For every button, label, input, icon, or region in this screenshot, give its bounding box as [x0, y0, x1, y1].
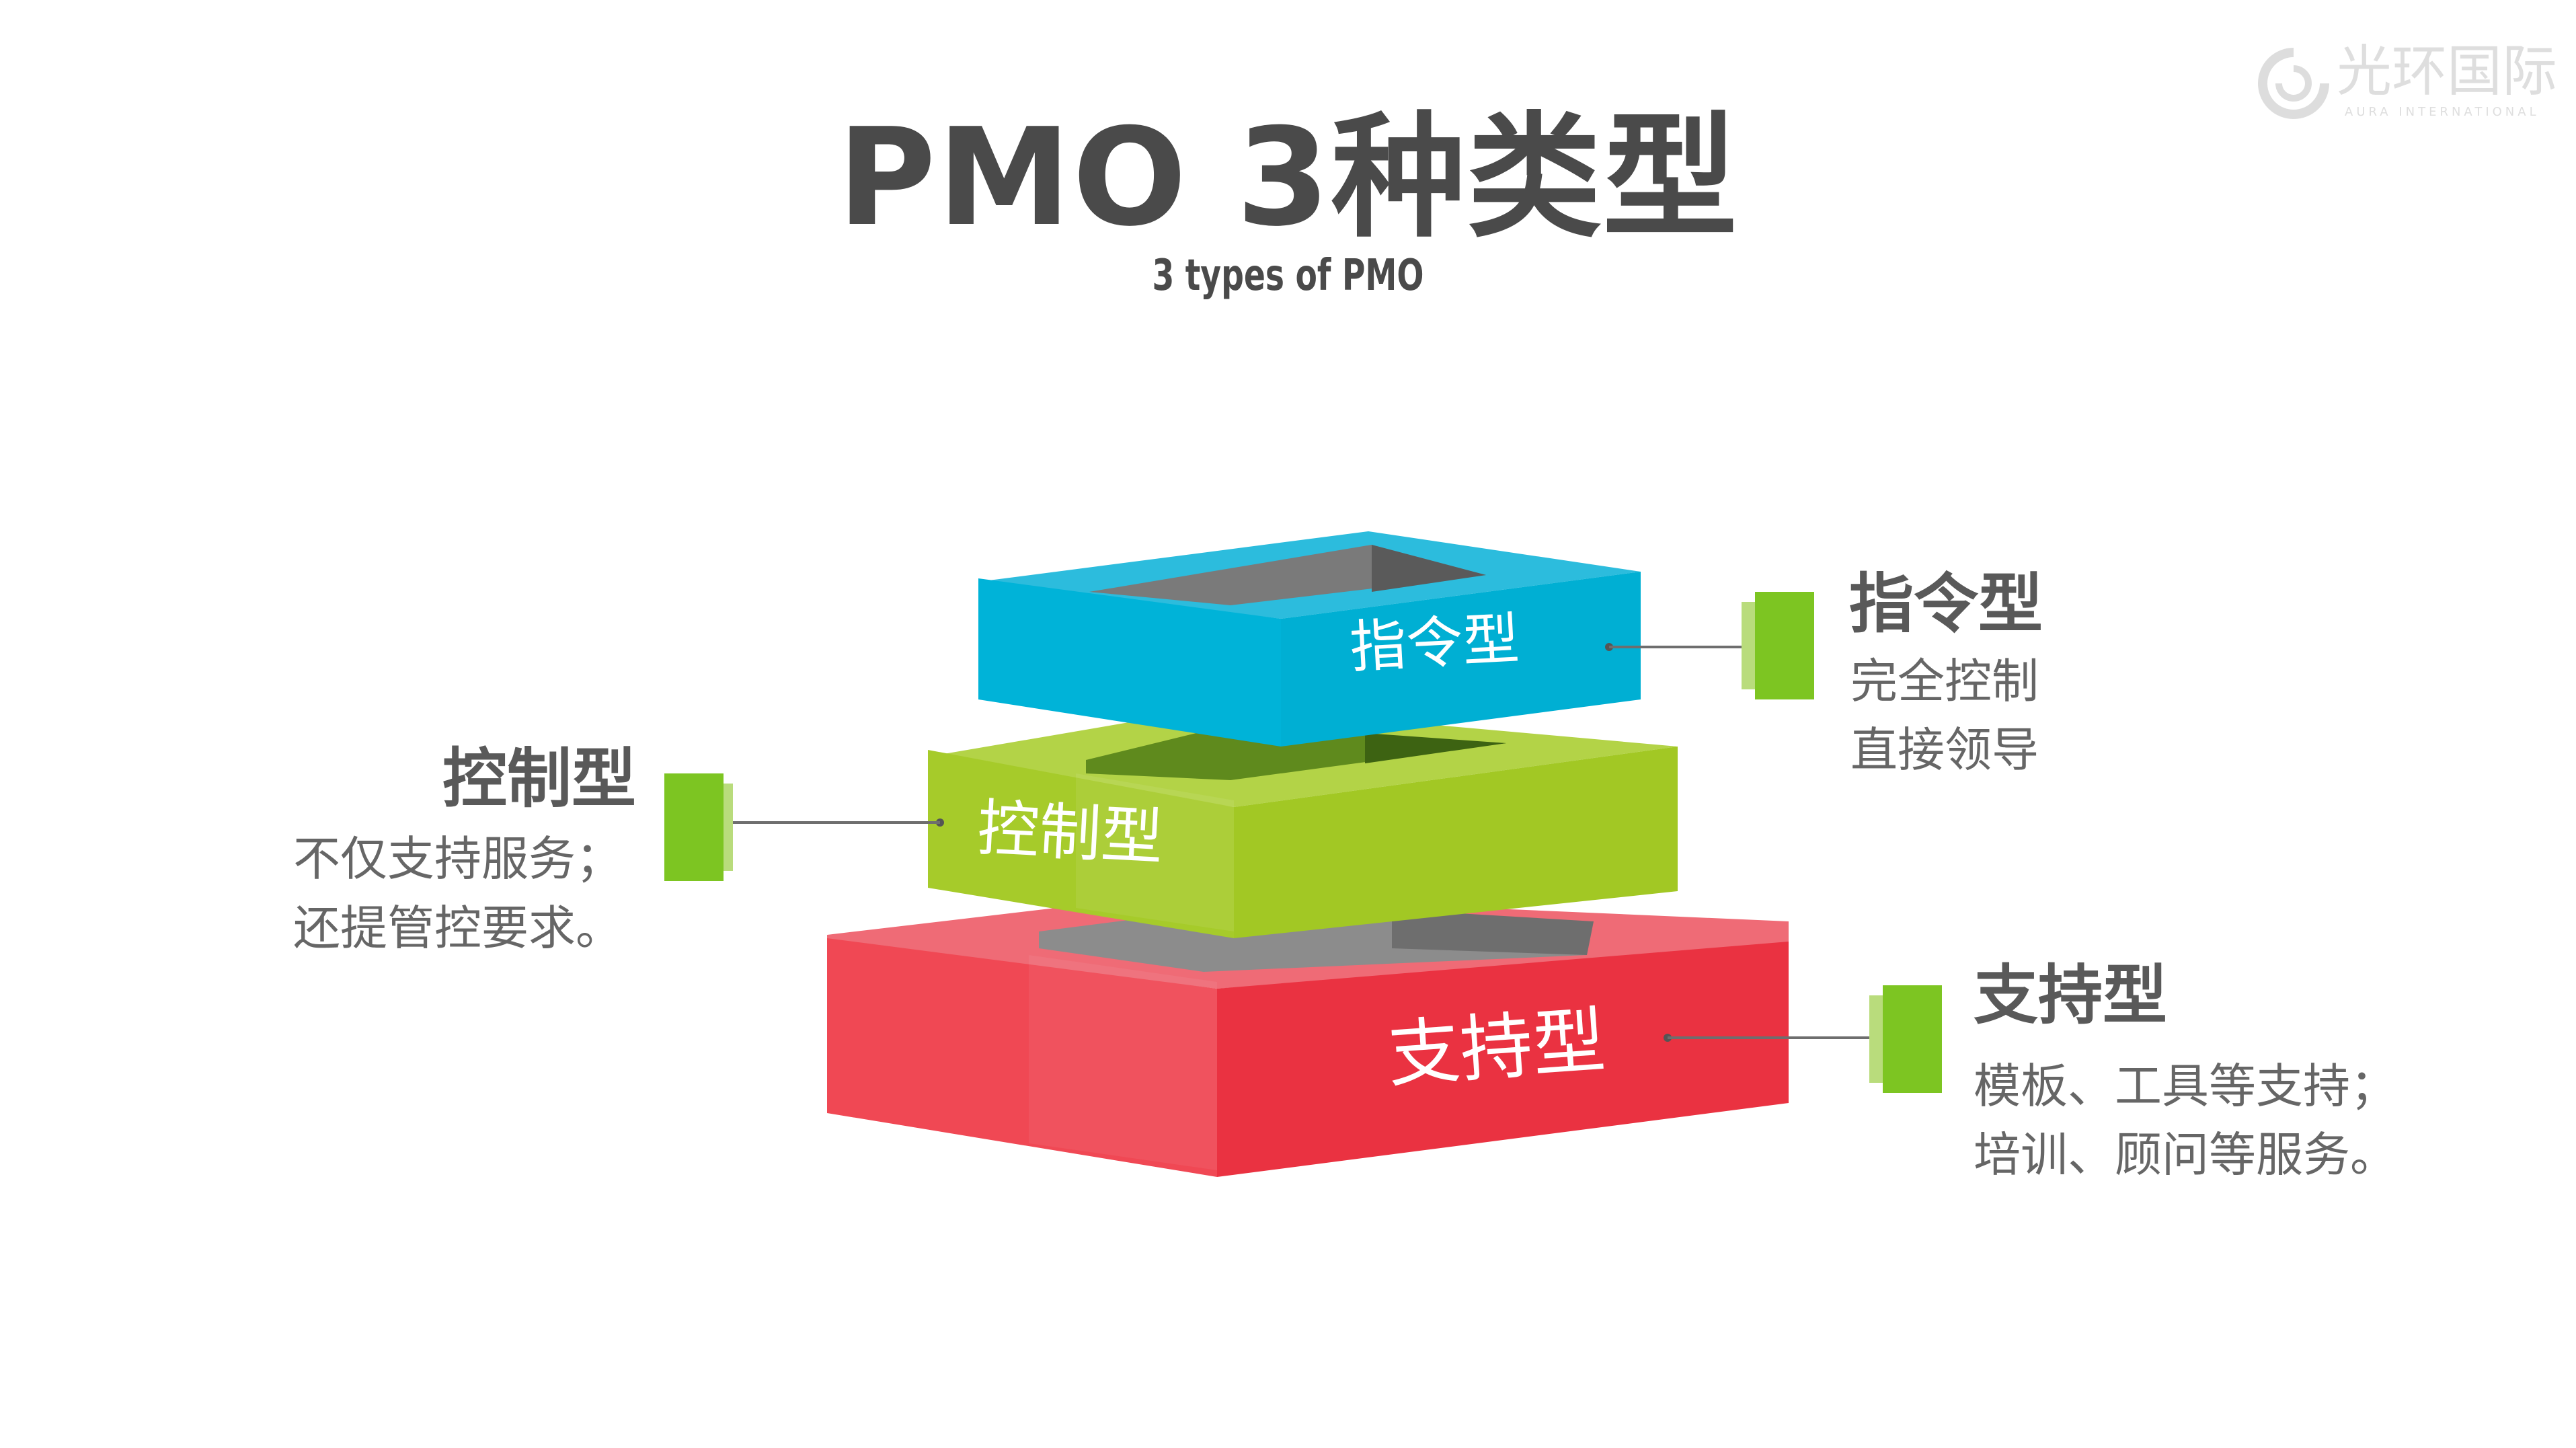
connector-supportive [1664, 1034, 1869, 1042]
layer-top-label: 指令型 [1348, 606, 1521, 681]
controlling-line-1: 不仅支持服务； [293, 831, 623, 886]
directive-title: 指令型 [1849, 566, 2043, 642]
layer-top-inner-shade [1372, 545, 1486, 592]
connector-controlling [730, 818, 944, 827]
supportive-line-1: 模板、工具等支持； [1974, 1059, 2397, 1114]
page-subtitle: 3 types of PMO [1152, 251, 1424, 301]
layer-top-left-face [978, 578, 1281, 747]
logo-ring-icon [2258, 48, 2329, 119]
directive-line-1: 完全控制 [1850, 654, 2039, 709]
layer-bottom-right-face [1217, 942, 1789, 1177]
layer-top-right-face [1281, 572, 1641, 747]
logo: 光环国际 AURA INTERNATIONAL [2256, 40, 2557, 128]
marker-directive [1755, 592, 1814, 699]
layer-top-directive: 指令型 [978, 531, 1641, 747]
logo-text: 光环国际 [2337, 40, 2558, 104]
supportive-title: 支持型 [1974, 958, 2167, 1033]
layer-middle-right-face [1234, 747, 1678, 938]
supportive-line-2: 培训、顾问等服务。 [1974, 1127, 2397, 1182]
layer-middle-controlling: 控制型 [928, 706, 1678, 938]
controlling-line-2: 还提管控要求。 [293, 901, 623, 956]
layer-middle-label: 控制型 [976, 792, 1165, 874]
layer-bottom-glass-panel [1029, 955, 1217, 1170]
layer-bottom-left-face [827, 938, 1217, 1177]
layer-middle-inner-shade [1365, 733, 1506, 763]
layer-bottom-label: 支持型 [1384, 999, 1608, 1098]
controlling-title: 控制型 [442, 741, 636, 816]
layer-bottom-inner-shade [1392, 909, 1594, 955]
marker-supportive [1883, 985, 1942, 1093]
layer-middle-left-face [928, 750, 1234, 938]
layer-middle-glass-panel [1076, 773, 1234, 931]
page-title: PMO 3种类型 [837, 100, 1739, 256]
connector-directive [1605, 643, 1742, 651]
logo-subtext: AURA INTERNATIONAL [2345, 105, 2540, 119]
directive-line-2: 直接领导 [1850, 722, 2039, 777]
marker-controlling [664, 773, 724, 881]
layer-bottom-supportive: 支持型 [827, 894, 1789, 1177]
